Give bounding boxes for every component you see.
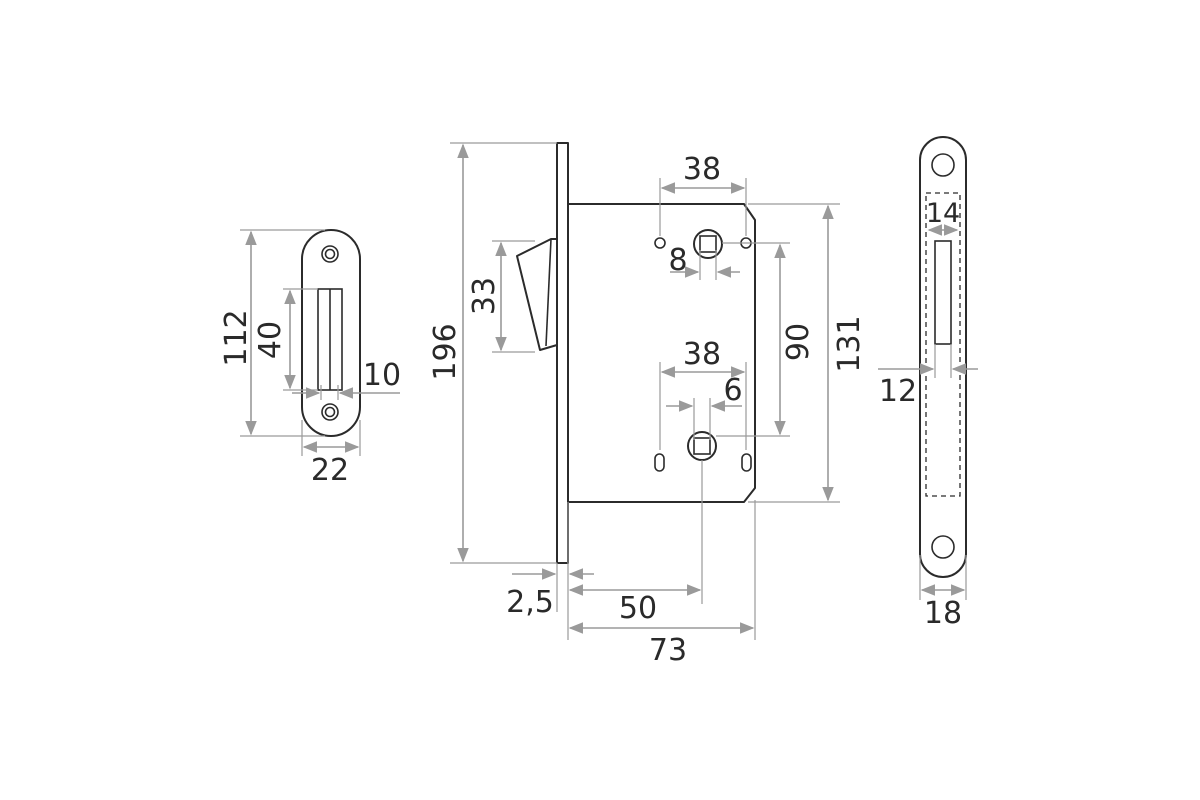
strike-slot-depth-label: 10	[363, 358, 401, 393]
strike-slot-height-label: 40	[253, 321, 288, 359]
lock-body-dimensions: 196 33 38 8 90 131 38	[428, 142, 867, 668]
case-height-label: 131	[832, 315, 867, 372]
faceplate-top-hole	[931, 153, 955, 177]
case-depth-label: 73	[649, 633, 687, 668]
lock-total-height-label: 196	[428, 323, 463, 380]
top-hole-spacing-label: 38	[683, 152, 721, 187]
faceplate-offset-label: 12	[879, 374, 917, 409]
top-left-screw-hole	[654, 237, 666, 249]
faceplate-latch-slot	[934, 240, 952, 345]
faceplate-case-outline	[925, 192, 961, 497]
lock-faceplate	[556, 142, 569, 564]
backset-label: 50	[619, 591, 657, 626]
strike-dimensions: 112 40 10 22	[219, 229, 401, 488]
lower-spindle-offset-label: 6	[723, 373, 742, 408]
faceplate-dimensions: 14 12 18	[878, 198, 978, 631]
strike-height-label: 112	[219, 309, 254, 366]
faceplate-outline	[919, 136, 967, 578]
spindle-offset-label: 8	[668, 243, 687, 278]
bottom-spindle-square	[693, 437, 711, 455]
bottom-left-slot	[654, 453, 665, 472]
strike-plate	[301, 229, 361, 437]
faceplate-slot-width-label: 14	[926, 198, 960, 229]
latch-height-label: 33	[467, 277, 502, 315]
bottom-right-slot	[741, 453, 752, 472]
lock-body	[516, 142, 756, 564]
lower-hole-spacing-label: 38	[683, 337, 721, 372]
strike-width-label: 22	[311, 453, 349, 488]
faceplate-bottom-hole	[931, 535, 955, 559]
faceplate-front-view	[919, 136, 967, 578]
spindle-distance-label: 90	[781, 323, 816, 361]
faceplate-width-label: 18	[924, 596, 962, 631]
top-spindle-square	[699, 235, 717, 253]
faceplate-thickness-label: 2,5	[506, 585, 554, 620]
